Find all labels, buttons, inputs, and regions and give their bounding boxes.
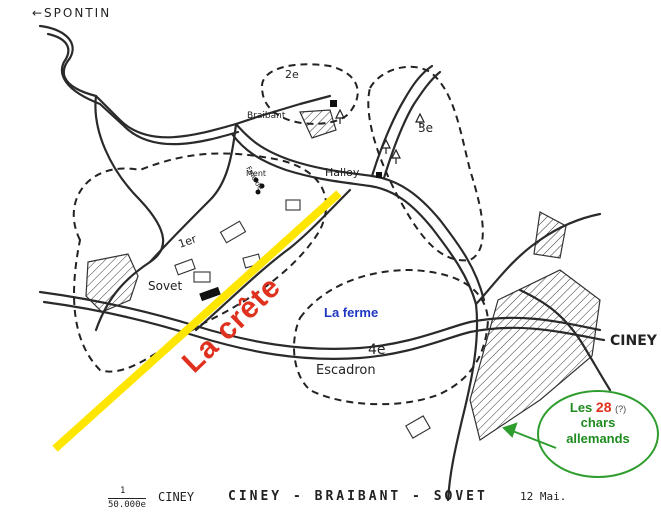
place-names: ←SPONTIN Braibant Halloy Sovet Escadron … [32, 6, 658, 378]
tanks-note-line2: chars [580, 415, 616, 430]
tree-icon [391, 148, 401, 164]
ciney-map-label: CINEY [610, 333, 658, 349]
crest-line [52, 190, 342, 452]
vehicle-marks [199, 100, 382, 302]
halloy-building [376, 172, 382, 178]
tanks-oval [537, 390, 659, 478]
woods-areas [85, 109, 601, 441]
farm-label: La ferme [324, 305, 379, 320]
roads [38, 24, 612, 502]
road-halloy-north-b [382, 70, 442, 180]
road-sovet-braibant [148, 122, 238, 264]
escadron-label: Escadron [316, 363, 376, 378]
caption-title: CINEY - BRAIBANT - SOVET [228, 489, 488, 504]
tree-symbols [335, 108, 425, 164]
squadron-1er: 1er [177, 232, 199, 251]
road-sovet-ciney-b [42, 300, 606, 360]
woods-east [469, 269, 601, 441]
road-sovet-ciney [38, 290, 602, 350]
tanks-note-line1: Les 28 (?) [540, 399, 656, 417]
parcel [405, 415, 431, 439]
parcel [174, 258, 196, 276]
tree-icon [381, 138, 391, 154]
farm-abbrev-2: Ment [246, 169, 266, 178]
road-east-b [518, 288, 612, 392]
tanks-note: Les 28 (?) chars allemands [540, 392, 656, 476]
scale-fraction-bar [108, 498, 146, 499]
boundary-1er [72, 152, 328, 373]
spontin-label: ←SPONTIN [32, 6, 111, 20]
woods-braibant [299, 109, 337, 139]
parcel [285, 199, 301, 211]
sovet-label: Sovet [148, 279, 182, 293]
squadron-2e: 2e [285, 68, 299, 81]
squadron-boundaries [72, 63, 490, 406]
tree-icon [415, 112, 425, 128]
road-crest [194, 188, 352, 332]
braibant-building [330, 100, 337, 107]
tanks-arrow [502, 422, 557, 449]
boundary-3e [367, 65, 484, 262]
halloy-label: Halloy [325, 166, 360, 179]
squadron-3e: 3e [418, 121, 433, 135]
parcel [219, 220, 247, 244]
tanks-uncertain: (?) [615, 404, 627, 414]
boundary-2e [260, 63, 359, 125]
road-ciney-south [446, 302, 479, 502]
braibant-label: Braibant [247, 111, 286, 121]
road-spontin-b [46, 32, 240, 146]
parcel [193, 271, 211, 283]
tree-icon [335, 108, 345, 124]
farm-dot [259, 183, 265, 189]
tank-mark [199, 286, 221, 302]
road-spontin [38, 24, 332, 139]
road-braibant-halloy [234, 122, 486, 302]
road-west-loop [94, 94, 165, 332]
road-halloy-north [370, 64, 434, 178]
road-east [474, 212, 602, 306]
field-parcels [174, 199, 431, 439]
tanks-number: 28 [595, 399, 612, 415]
squadron-4e: 4e [368, 342, 386, 358]
caption-date: 12 Mai. [520, 490, 567, 503]
woods-northeast [533, 211, 567, 259]
farm-dot [253, 177, 259, 183]
road-braibant-halloy-b [230, 132, 478, 306]
boundary-4e [293, 268, 490, 406]
woods-sovet [85, 253, 139, 313]
tanks-prefix: Les [569, 400, 593, 415]
scale-denominator: 50.000e [108, 500, 146, 510]
tanks-note-line3: allemands [566, 431, 630, 446]
map-caption: 1 50.000e CINEY CINEY - BRAIBANT - SOVET… [108, 486, 648, 516]
farm-dot [255, 189, 261, 195]
scale-numerator: 1 [120, 486, 126, 496]
caption-place: CINEY [158, 490, 195, 504]
